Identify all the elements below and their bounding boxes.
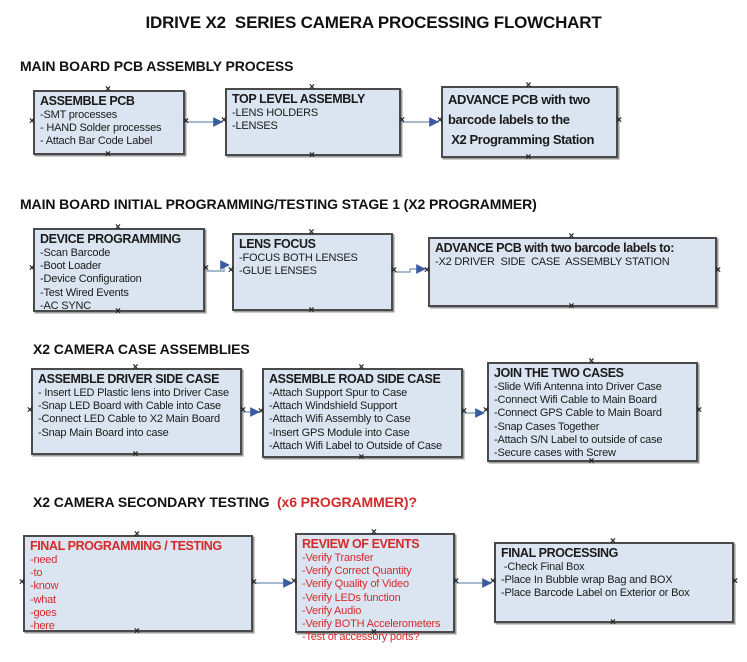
- box-items: -need -to -know -what -goes -here: [30, 554, 59, 632]
- flow-box-device-programming[interactable]: DEVICE PROGRAMMING -Scan Barcode -Boot L…: [29, 223, 209, 317]
- connection-handle-icon: ×: [240, 404, 246, 416]
- connection-handle-icon: ×: [696, 405, 702, 416]
- connection-handle-icon: ×: [105, 149, 111, 160]
- box-items: -Slide Wifi Antenna into Driver Case -Co…: [494, 381, 663, 459]
- connection-handle-icon: ×: [291, 576, 297, 587]
- connection-handle-icon: ×: [616, 115, 622, 126]
- connection-handle-icon: ×: [309, 150, 315, 161]
- box-title: FINAL PROGRAMMING / TESTING: [30, 539, 222, 553]
- flow-box-review-of-events[interactable]: REVIEW OF EVENTS -Verify Transfer -Verif…: [291, 528, 459, 644]
- connection-handle-icon: ×: [399, 115, 405, 126]
- box-title: TOP LEVEL ASSEMBLY: [232, 92, 365, 106]
- connection-handle-icon: ×: [203, 263, 209, 274]
- box-title: ADVANCE PCB with two barcode labels to t…: [448, 92, 595, 148]
- flow-connector-arrow: [205, 260, 230, 272]
- connection-handle-icon: ×: [391, 265, 397, 276]
- section-header-initial-programming: MAIN BOARD INITIAL PROGRAMMING/TESTING S…: [20, 196, 537, 212]
- box-title: ASSEMBLE DRIVER SIDE CASE: [38, 372, 220, 386]
- box-items: -Attach Support Spur to Case -Attach Win…: [269, 387, 442, 452]
- connection-handle-icon: ×: [525, 152, 532, 163]
- flow-box-top-level-assembly[interactable]: TOP LEVEL ASSEMBLY -LENS HOLDERS -LENSES…: [221, 83, 405, 161]
- flow-box-assemble-road-side-case[interactable]: ASSEMBLE ROAD SIDE CASE -Attach Support …: [258, 363, 467, 463]
- box-items: -Verify Transfer -Verify Correct Quantit…: [302, 552, 441, 644]
- connection-handle-icon: ×: [29, 115, 35, 127]
- box-title: ASSEMBLE PCB: [40, 94, 135, 108]
- flow-box-final-processing[interactable]: FINAL PROCESSING -Check Final Box -Place…: [490, 537, 738, 628]
- connection-handle-icon: ×: [490, 575, 496, 587]
- flow-box-assemble-pcb[interactable]: ASSEMBLE PCB -SMT processes - HAND Solde…: [29, 85, 189, 160]
- box-items: -SMT processes - HAND Solder processes -…: [40, 109, 162, 148]
- flow-box-final-programming-testing[interactable]: FINAL PROGRAMMING / TESTING -need -to -k…: [19, 530, 257, 637]
- connection-handle-icon: ×: [568, 301, 575, 312]
- connection-handle-icon: ×: [308, 305, 315, 316]
- box-title: JOIN THE TWO CASES: [494, 366, 624, 380]
- box-items: - Insert LED Plastic lens into Driver Ca…: [38, 387, 229, 439]
- page-title: IDRIVE X2 SERIES CAMERA PROCESSING FLOWC…: [145, 13, 602, 32]
- box-title: ADVANCE PCB with two barcode labels to:: [435, 241, 675, 255]
- connection-handle-icon: ×: [715, 265, 721, 276]
- connection-handle-icon: ×: [251, 576, 257, 588]
- connection-handle-icon: ×: [183, 115, 189, 127]
- box-title: REVIEW OF EVENTS: [302, 537, 420, 551]
- box-title: DEVICE PROGRAMMING: [40, 232, 181, 246]
- section-header-red-text: (x6 PROGRAMMER)?: [273, 494, 417, 510]
- section-header-pcb-assembly: MAIN BOARD PCB ASSEMBLY PROCESS: [20, 58, 293, 74]
- box-items: -Check Final Box -Place In Bubble wrap B…: [501, 561, 690, 600]
- box-title: FINAL PROCESSING: [501, 546, 618, 560]
- connection-handle-icon: ×: [27, 404, 33, 416]
- connection-handle-icon: ×: [424, 265, 430, 276]
- flow-connector-arrow: [393, 264, 426, 274]
- flow-box-advance-pcb-driver-side-station[interactable]: ADVANCE PCB with two barcode labels to: …: [424, 232, 721, 312]
- box-title: ASSEMBLE ROAD SIDE CASE: [269, 372, 441, 386]
- connection-handle-icon: ×: [437, 115, 443, 126]
- flow-box-lens-focus[interactable]: LENS FOCUS -FOCUS BOTH LENSES -GLUE LENS…: [228, 228, 397, 316]
- connection-handle-icon: ×: [453, 576, 459, 587]
- connection-handle-icon: ×: [221, 115, 227, 126]
- connection-handle-icon: ×: [483, 405, 489, 416]
- box-items: -X2 DRIVER SIDE CASE ASSEMBLY STATION: [435, 256, 670, 268]
- box-items: -Scan Barcode -Boot Loader -Device Confi…: [40, 247, 142, 312]
- section-header-text: X2 CAMERA CASE ASSEMBLIES: [33, 341, 250, 357]
- box-items: -LENS HOLDERS -LENSES: [232, 107, 319, 133]
- connection-handle-icon: ×: [358, 452, 365, 463]
- connection-handle-icon: ×: [461, 406, 467, 417]
- connection-handle-icon: ×: [732, 575, 738, 587]
- flow-box-assemble-driver-side-case[interactable]: ASSEMBLE DRIVER SIDE CASE - Insert LED P…: [27, 363, 246, 460]
- connection-handle-icon: ×: [132, 449, 139, 460]
- connection-handle-icon: ×: [258, 406, 264, 417]
- section-header-text: X2 CAMERA SECONDARY TESTING: [33, 494, 274, 510]
- connection-handle-icon: ×: [19, 576, 25, 588]
- flow-box-join-the-two-cases[interactable]: JOIN THE TWO CASES -Slide Wifi Antenna i…: [483, 357, 702, 467]
- connection-handle-icon: ×: [228, 265, 234, 276]
- section-header-case-assemblies: X2 CAMERA CASE ASSEMBLIES: [33, 341, 250, 357]
- section-header-text: MAIN BOARD INITIAL PROGRAMMING/TESTING S…: [20, 196, 537, 212]
- connection-handle-icon: ×: [610, 617, 616, 628]
- section-header-text: MAIN BOARD PCB ASSEMBLY PROCESS: [20, 58, 294, 74]
- flow-box-advance-pcb-programming-station[interactable]: ADVANCE PCB with two barcode labels to t…: [437, 81, 622, 163]
- section-header-secondary-testing: X2 CAMERA SECONDARY TESTING (x6 PROGRAMM…: [33, 494, 417, 510]
- box-items: -FOCUS BOTH LENSES -GLUE LENSES: [239, 252, 358, 278]
- box-title: LENS FOCUS: [239, 237, 316, 251]
- connection-handle-icon: ×: [29, 263, 35, 274]
